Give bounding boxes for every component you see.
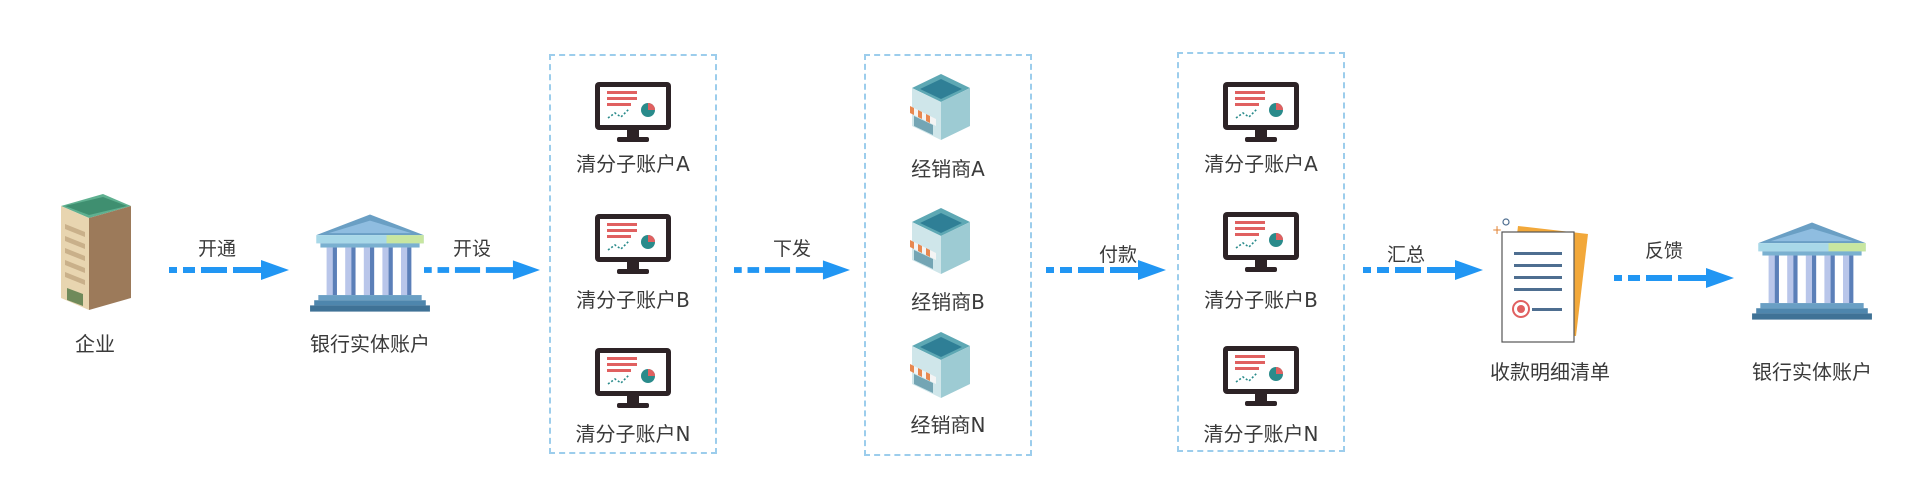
bank-right-label: 银行实体账户 <box>1752 360 1872 384</box>
enterprise-label: 企业 <box>75 332 115 356</box>
enterprise-node <box>55 192 135 312</box>
clearing-1-label-n: 清分子账户N <box>575 422 691 446</box>
arrow-right-icon <box>734 258 850 282</box>
arrow-right-icon <box>1046 258 1166 282</box>
shop-icon <box>906 70 976 142</box>
monitor-chart-icon <box>1221 210 1301 274</box>
monitor-chart-icon <box>1221 80 1301 144</box>
statement-label: 收款明细清单 <box>1490 360 1610 384</box>
arrow-right-icon <box>1362 258 1484 282</box>
clearing-2-label-n: 清分子账户N <box>1203 422 1319 446</box>
edge-label-open: 开通 <box>197 238 236 260</box>
dealer-label-a: 经销商A <box>911 157 985 181</box>
monitor-chart-icon <box>593 212 673 276</box>
bank-left-node <box>308 210 436 314</box>
shop-icon <box>906 204 976 276</box>
clearing-2-label-a: 清分子账户A <box>1204 152 1318 176</box>
bank-icon <box>308 210 432 314</box>
clearing-1-label-b: 清分子账户B <box>576 288 690 312</box>
clearing-subaccount-group-1 <box>549 54 717 454</box>
edge-label-summarize: 汇总 <box>1386 244 1425 266</box>
dealer-label-n: 经销商N <box>910 413 986 437</box>
office-building-icon <box>55 192 135 312</box>
edge-label-payment: 付款 <box>1098 244 1137 266</box>
bank-icon <box>1750 218 1874 322</box>
dealer-label-b: 经销商B <box>911 290 985 314</box>
bank-left-label: 银行实体账户 <box>310 332 430 356</box>
edge-label-feedback: 反馈 <box>1644 240 1683 262</box>
bank-right-node <box>1750 218 1878 322</box>
monitor-chart-icon <box>593 346 673 410</box>
arrow-right-icon <box>167 258 291 282</box>
edge-label-distribute: 下发 <box>772 238 811 260</box>
edge-label-establish: 开设 <box>452 238 491 260</box>
clearing-1-label-a: 清分子账户A <box>576 152 690 176</box>
dealer-group <box>864 54 1032 456</box>
arrow-right-icon <box>1614 266 1734 290</box>
monitor-chart-icon <box>593 80 673 144</box>
shop-icon <box>906 328 976 400</box>
arrow-right-icon <box>424 258 540 282</box>
clearing-subaccount-group-2 <box>1177 52 1345 452</box>
monitor-chart-icon <box>1221 344 1301 408</box>
document-icon <box>1488 218 1598 348</box>
clearing-2-label-b: 清分子账户B <box>1204 288 1318 312</box>
